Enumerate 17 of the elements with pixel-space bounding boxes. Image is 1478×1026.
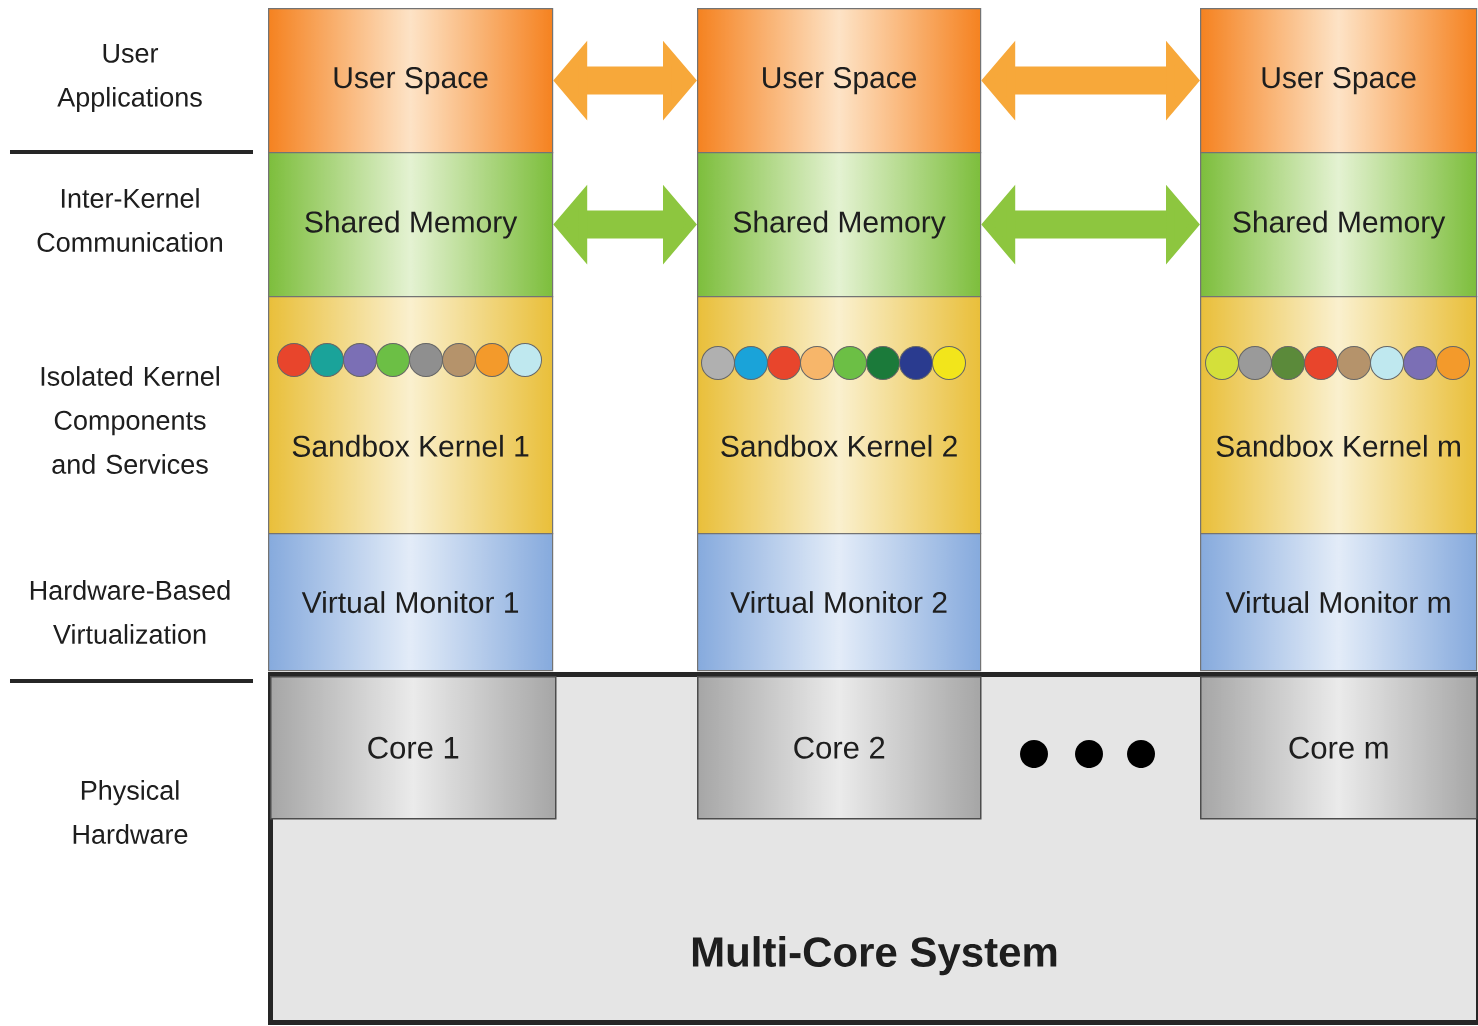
- core-box: Core 1: [270, 676, 557, 820]
- core-box: Core m: [1200, 676, 1478, 820]
- shared-memory-box: Shared Memory: [697, 152, 982, 298]
- virtual-monitor-box: Virtual Monitor 1: [268, 533, 554, 672]
- shared-memory-box: Shared Memory: [268, 152, 554, 298]
- layer-label: Physical Hardware: [73, 780, 188, 844]
- layer-label: User Applications: [57, 43, 202, 113]
- core-box: Core 2: [697, 676, 982, 820]
- user-space-box: User Space: [1200, 8, 1478, 154]
- user-space-box: User Space: [697, 8, 982, 154]
- user-space-box: User Space: [268, 8, 554, 154]
- virtual-monitor-box: Virtual Monitor 2: [697, 533, 982, 672]
- shared-memory-box: Shared Memory: [1200, 152, 1478, 298]
- virtual-monitor-box: Virtual Monitor m: [1200, 533, 1478, 672]
- layer-label: Hardware-Based Virtualization: [30, 580, 230, 644]
- layer-label: Inter-Kernel Communication: [37, 188, 222, 252]
- layer-label: Isolated Kernel Components and Services: [41, 366, 219, 474]
